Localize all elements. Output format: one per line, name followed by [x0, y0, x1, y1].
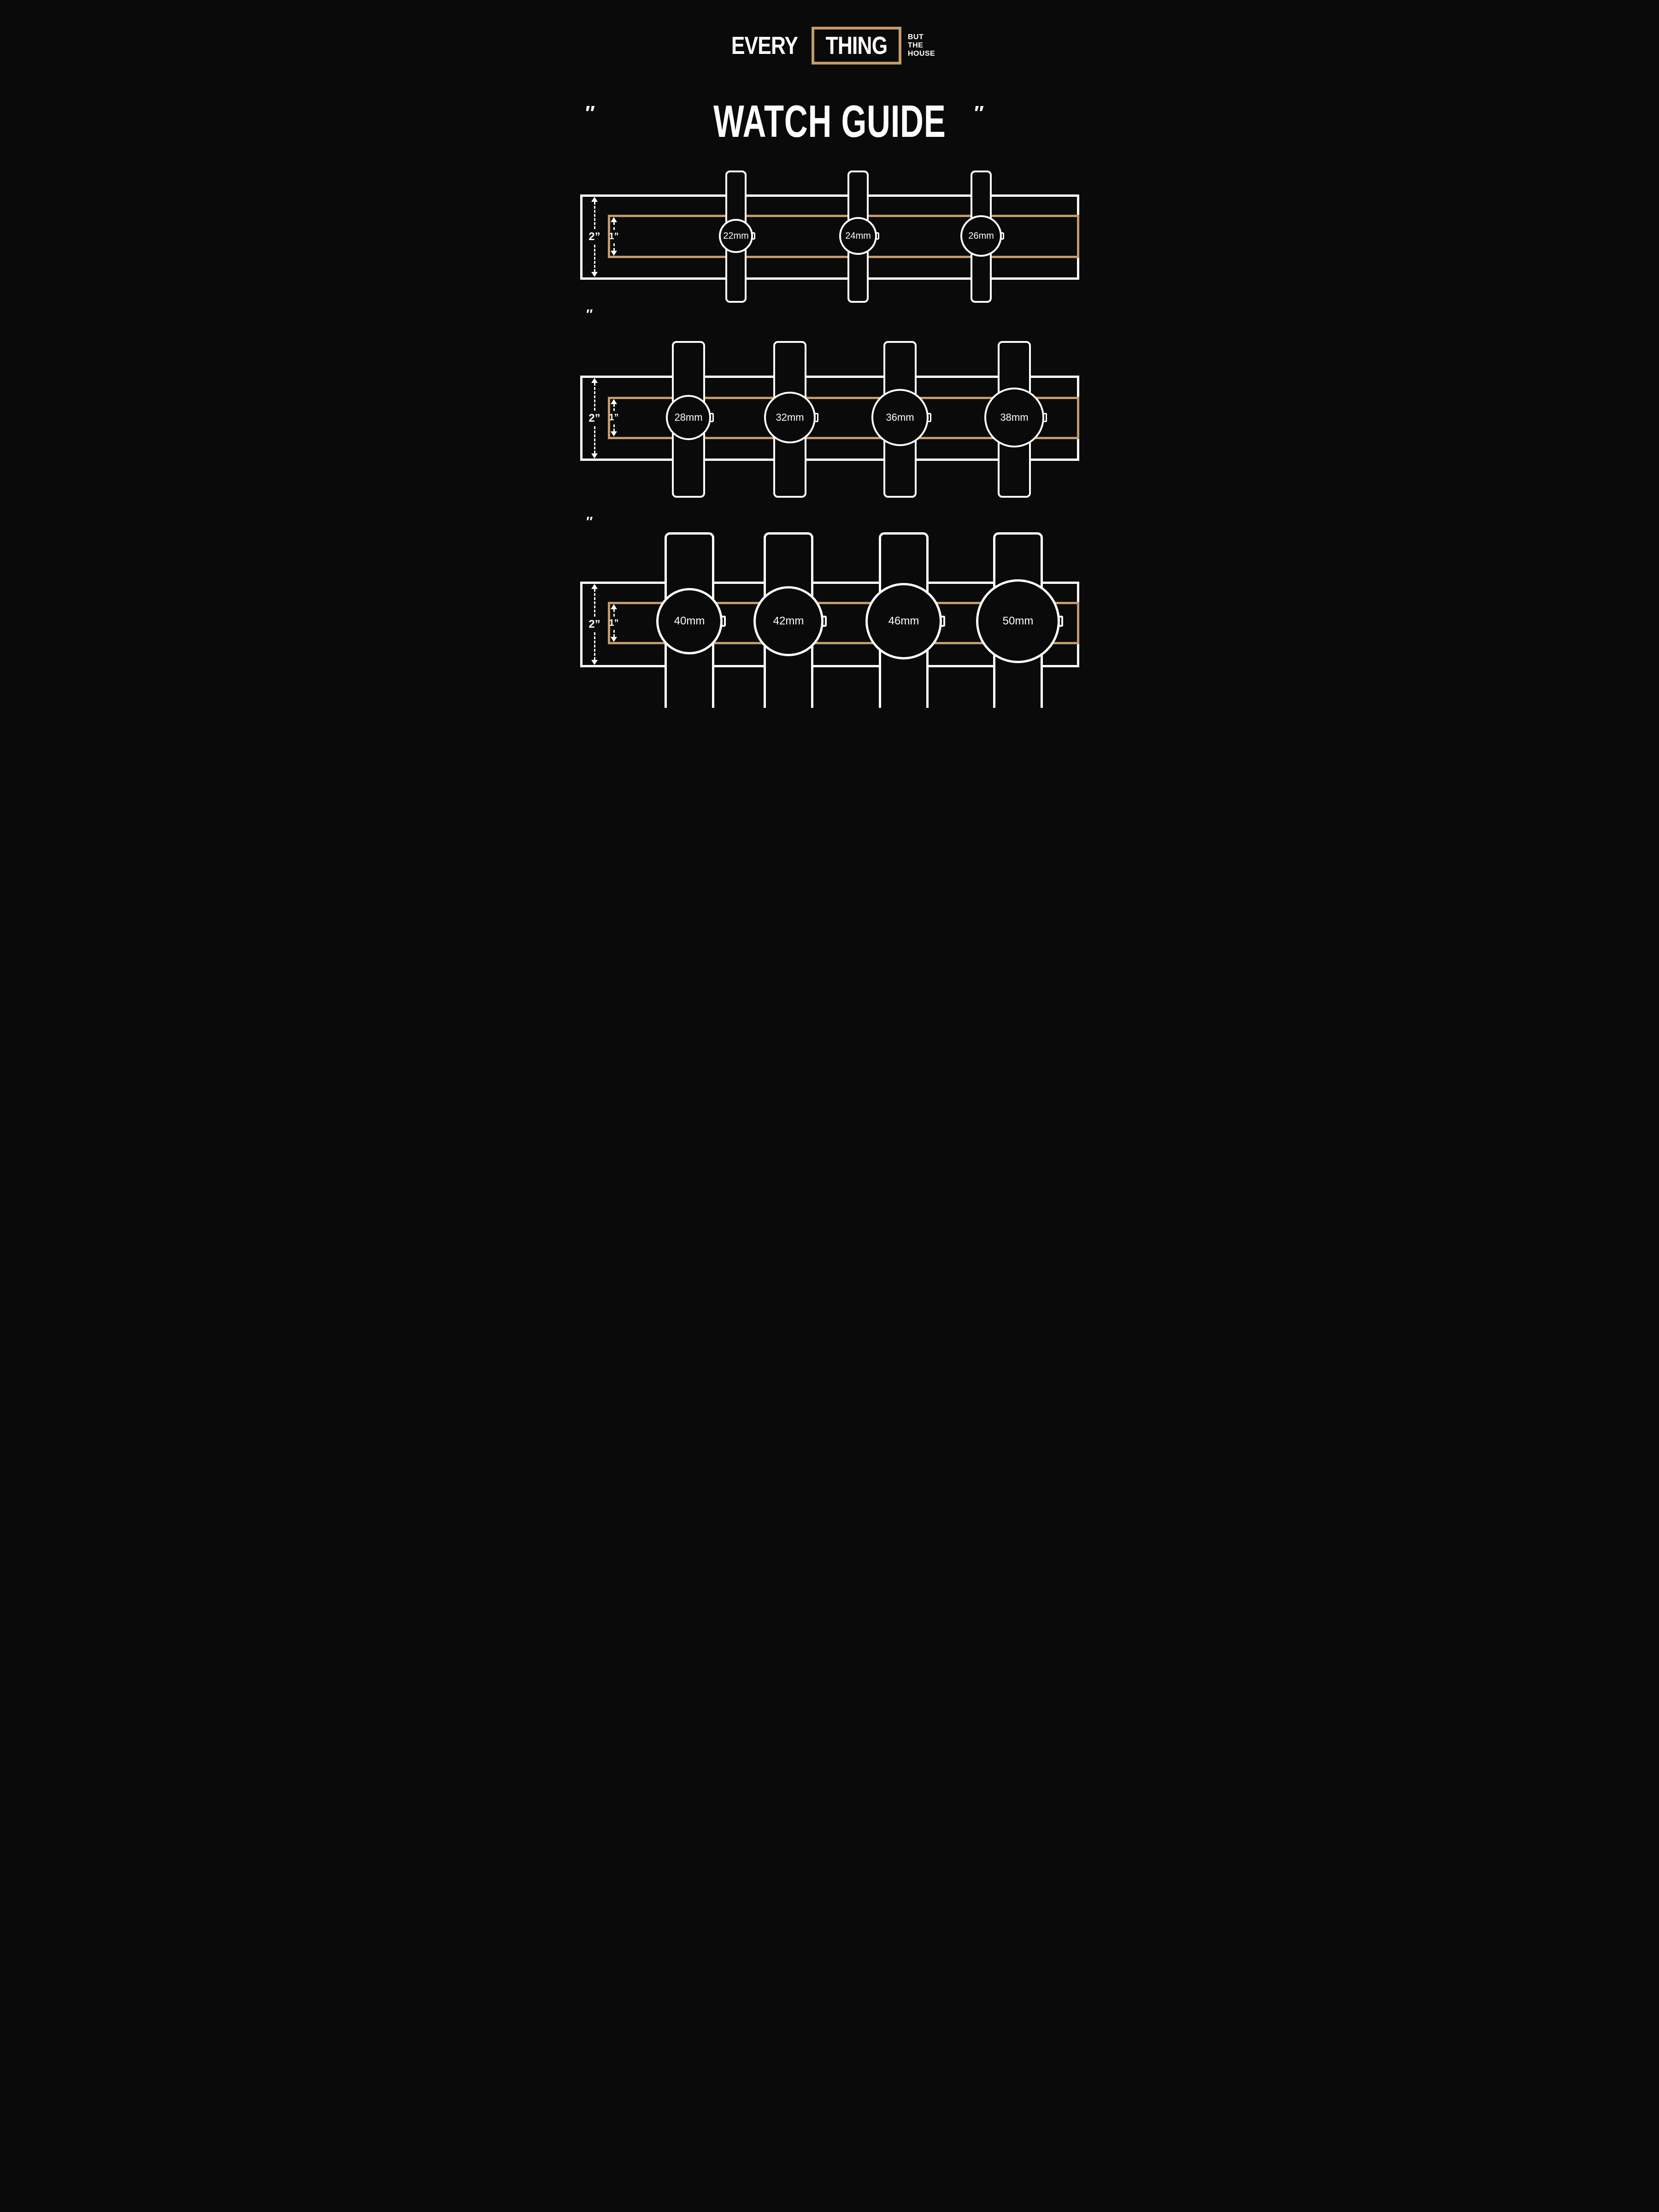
row2-dimension-2in: 2”	[585, 378, 604, 459]
dashed-line	[613, 609, 615, 617]
dashed-line	[594, 632, 595, 660]
arrow-down-icon	[591, 660, 598, 665]
watch-case: 46mm	[865, 583, 942, 659]
dashed-line	[594, 202, 595, 229]
dimension-label-1in: 1”	[609, 618, 619, 628]
ditto-mark-icon: ″	[585, 102, 595, 124]
dashed-line	[613, 404, 615, 411]
watch-size-label: 22mm	[723, 230, 749, 241]
dashed-line	[594, 589, 595, 617]
watch-size-label: 36mm	[886, 412, 914, 423]
ditto-mark-icon: ″	[974, 102, 984, 124]
dashed-line	[594, 245, 595, 272]
row1-dimension-1in: 1”	[605, 217, 623, 256]
row1-band-1in	[608, 215, 1079, 258]
arrow-up-icon	[591, 197, 598, 202]
page-title: WATCH GUIDE	[564, 99, 1095, 144]
logo-tagline: BUT THE HOUSE	[908, 33, 935, 58]
dimension-label-1in: 1”	[609, 412, 619, 423]
dashed-line	[613, 243, 615, 251]
arrow-down-icon	[611, 431, 617, 436]
arrow-down-icon	[591, 453, 598, 459]
row3-dimension-2in: 2”	[585, 584, 604, 665]
row2-band-1in	[608, 397, 1079, 439]
row3-dimension-1in: 1”	[605, 604, 623, 642]
tagline-line-1: BUT	[907, 33, 924, 41]
watch-case: 50mm	[976, 579, 1060, 663]
logo-word-every: EVERY	[731, 32, 798, 59]
ditto-mark-icon: ″	[586, 307, 593, 322]
watch-case: 32mm	[764, 392, 816, 443]
arrow-up-icon	[611, 604, 617, 609]
dashed-line	[613, 424, 615, 431]
row2-dimension-1in: 1”	[605, 399, 623, 436]
watch-case: 38mm	[984, 388, 1044, 447]
dashed-line	[594, 383, 595, 411]
watch-case: 26mm	[960, 215, 1002, 257]
arrow-up-icon	[591, 378, 598, 383]
dimension-label-2in: 2”	[588, 618, 600, 630]
arrow-down-icon	[611, 251, 617, 256]
dimension-label-2in: 2”	[588, 230, 600, 243]
arrow-up-icon	[591, 584, 598, 589]
arrow-up-icon	[611, 399, 617, 404]
watch-case: 40mm	[656, 588, 723, 654]
dashed-line	[594, 426, 595, 453]
tagline-line-3: HOUSE	[907, 49, 935, 58]
arrow-down-icon	[591, 272, 598, 277]
dashed-line	[613, 222, 615, 230]
watch-case: 42mm	[753, 586, 824, 656]
dashed-line	[613, 629, 615, 637]
page-title-text: WATCH GUIDE	[713, 96, 946, 147]
logo-word-thing: THING	[825, 32, 888, 59]
watch-size-label: 46mm	[888, 615, 919, 627]
watch-size-label: 24mm	[845, 230, 871, 241]
watch-case: 28mm	[666, 395, 711, 440]
watch-size-label: 26mm	[968, 230, 994, 241]
watch-guide-infographic: EVERY THING BUT THE HOUSE WATCH GUIDE ″ …	[564, 0, 1095, 708]
watch-size-label: 40mm	[674, 615, 705, 627]
watch-size-label: 42mm	[773, 615, 804, 627]
row3-band-1in	[608, 602, 1079, 644]
watch-size-label: 32mm	[776, 412, 804, 423]
brand-logo: EVERY THING BUT THE HOUSE	[564, 27, 1095, 65]
arrow-down-icon	[611, 637, 617, 642]
watch-size-label: 38mm	[1000, 412, 1029, 423]
watch-size-label: 28mm	[674, 412, 703, 423]
watch-size-label: 50mm	[1002, 615, 1034, 627]
ditto-mark-icon: ″	[586, 514, 593, 529]
row1-dimension-2in: 2”	[585, 197, 604, 277]
dimension-label-2in: 2”	[588, 412, 600, 424]
dimension-label-1in: 1”	[609, 231, 619, 241]
arrow-up-icon	[611, 217, 617, 222]
tagline-line-2: THE	[907, 41, 924, 50]
logo-box: THING	[811, 27, 901, 65]
watch-case: 24mm	[839, 217, 877, 255]
watch-case: 22mm	[719, 219, 753, 253]
watch-case: 36mm	[871, 389, 929, 446]
